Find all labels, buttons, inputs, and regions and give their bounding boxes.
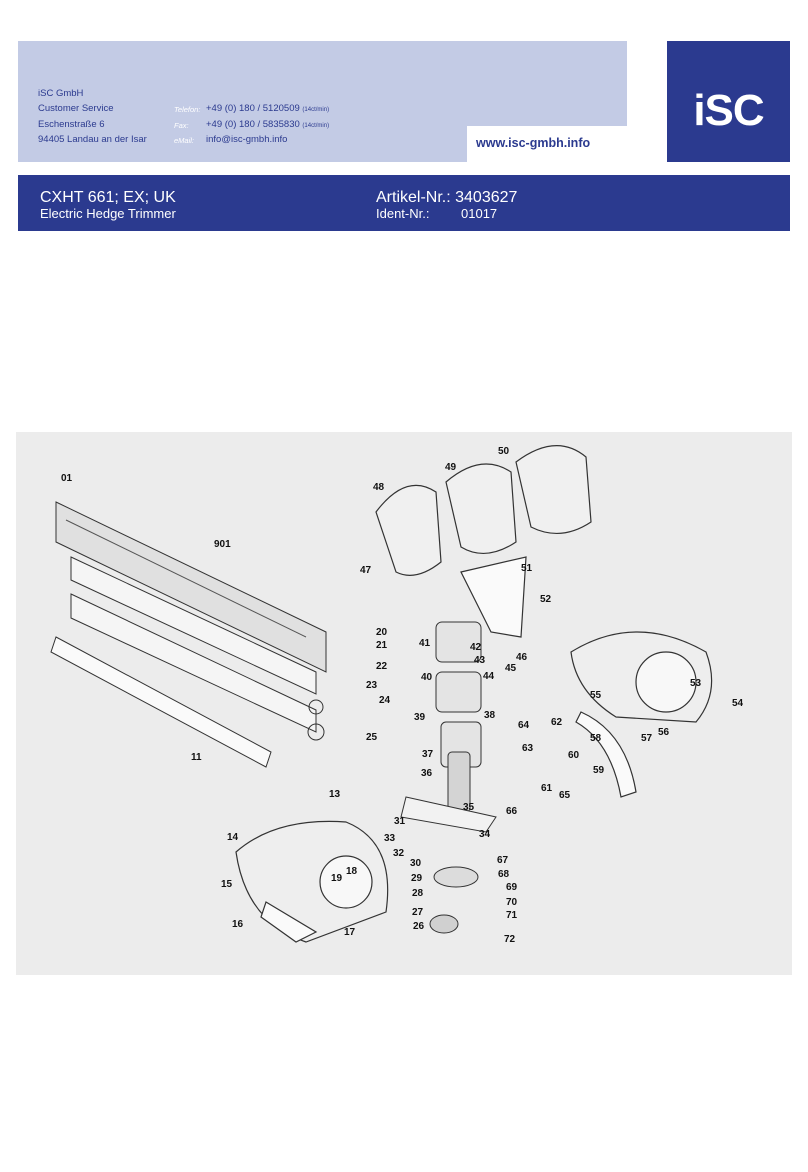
housing-right [570, 631, 713, 798]
part-label: 66 [506, 806, 518, 817]
part-label: 36 [421, 768, 433, 779]
part-label: 17 [344, 927, 356, 938]
part-label: 32 [393, 848, 405, 859]
part-label: 57 [641, 733, 653, 744]
part-label: 67 [497, 855, 509, 866]
part-label: 26 [413, 921, 425, 932]
part-label: 48 [373, 482, 385, 493]
website-link[interactable]: www.isc-gmbh.info [476, 136, 591, 150]
logo-text: iSC [693, 86, 764, 135]
handle-guards [375, 445, 592, 638]
part-label: 15 [221, 879, 233, 890]
part-label: 20 [376, 627, 388, 638]
fax-rate: (14ct/min) [302, 123, 330, 129]
part-label: 34 [479, 829, 491, 840]
product-title-bar: CXHT 661; EX; UK Electric Hedge Trimmer … [18, 175, 790, 231]
part-label: 54 [732, 698, 744, 709]
part-label: 29 [411, 873, 423, 884]
part-label: 72 [504, 934, 516, 945]
fax-label: Fax: [174, 121, 189, 130]
part-number-labels: 01 901 11 13 14 15 16 17 18 19 20 21 22 … [61, 446, 744, 945]
part-label: 46 [516, 652, 528, 663]
part-label: 21 [376, 640, 388, 651]
part-label: 45 [505, 663, 517, 674]
part-label: 23 [366, 680, 378, 691]
part-label: 30 [410, 858, 422, 869]
part-label: 69 [506, 882, 518, 893]
email-link[interactable]: info@isc-gmbh.info [206, 134, 288, 145]
part-label: 16 [232, 919, 244, 930]
part-label: 31 [394, 816, 406, 827]
part-label: 65 [559, 790, 571, 801]
exploded-view-drawing: 01 901 11 13 14 15 16 17 18 19 20 21 22 … [50, 445, 744, 945]
part-label: 14 [227, 832, 239, 843]
part-label: 56 [658, 727, 670, 738]
housing-left [235, 820, 389, 943]
company-name: iSC GmbH [38, 88, 84, 99]
contact-panel: iSC GmbH Customer Service Eschenstraße 6… [18, 41, 627, 162]
part-label: 68 [498, 869, 510, 880]
part-label: 58 [590, 733, 602, 744]
part-label: 19 [331, 873, 343, 884]
part-label: 43 [474, 655, 486, 666]
part-label: 28 [412, 888, 424, 899]
part-label: 40 [421, 672, 433, 683]
part-label: 59 [593, 765, 605, 776]
motor-group [400, 621, 497, 934]
part-label: 61 [541, 783, 553, 794]
part-label: 63 [522, 743, 534, 754]
phone-number: +49 (0) 180 / 5120509 (14ct/min) [206, 103, 329, 114]
part-label: 25 [366, 732, 378, 743]
company-street: Eschenstraße 6 [38, 119, 105, 130]
part-label: 52 [540, 594, 552, 605]
phone-value: +49 (0) 180 / 5120509 [206, 103, 300, 114]
product-description: Electric Hedge Trimmer [40, 206, 176, 221]
article-number: Artikel-Nr.: 3403627 [376, 189, 517, 207]
part-label: 33 [384, 833, 396, 844]
part-label: 35 [463, 802, 475, 813]
part-label: 22 [376, 661, 388, 672]
fax-number: +49 (0) 180 / 5835830 (14ct/min) [206, 119, 329, 130]
part-label: 53 [690, 678, 702, 689]
article-label: Artikel-Nr.: [376, 189, 451, 206]
isc-logo: iSC [667, 41, 790, 162]
phone-rate: (14ct/min) [302, 107, 330, 113]
part-label: 47 [360, 565, 372, 576]
part-label: 41 [419, 638, 431, 649]
part-label: 64 [518, 720, 530, 731]
part-label: 01 [61, 473, 73, 484]
part-label: 27 [412, 907, 424, 918]
article-value: 3403627 [455, 189, 518, 206]
part-label: 70 [506, 897, 518, 908]
fax-value: +49 (0) 180 / 5835830 [206, 119, 300, 130]
part-label: 60 [568, 750, 580, 761]
product-model: CXHT 661; EX; UK [40, 189, 176, 206]
part-label: 37 [422, 749, 434, 760]
part-label: 901 [214, 539, 231, 550]
part-label: 55 [590, 690, 602, 701]
part-label: 44 [483, 671, 495, 682]
exploded-view-diagram: 01 901 11 13 14 15 16 17 18 19 20 21 22 … [16, 432, 792, 975]
email-label: eMail: [174, 136, 195, 145]
ident-label: Ident-Nr.: [376, 206, 430, 221]
part-label: 24 [379, 695, 391, 706]
part-label: 39 [414, 712, 426, 723]
part-label: 13 [329, 789, 341, 800]
part-label: 18 [346, 866, 358, 877]
blade-assembly [50, 501, 327, 768]
part-label: 50 [498, 446, 510, 457]
company-city: 94405 Landau an der Isar [38, 134, 147, 145]
part-label: 51 [521, 563, 533, 574]
ident-number: 01017 [461, 206, 498, 221]
part-label: 62 [551, 717, 563, 728]
phone-label: Telefon: [174, 105, 201, 114]
part-label: 71 [506, 910, 518, 921]
part-label: 49 [445, 462, 457, 473]
website-panel [467, 126, 627, 162]
part-label: 11 [191, 752, 202, 763]
part-label: 42 [470, 642, 482, 653]
company-department: Customer Service [38, 103, 114, 114]
part-label: 38 [484, 710, 496, 721]
